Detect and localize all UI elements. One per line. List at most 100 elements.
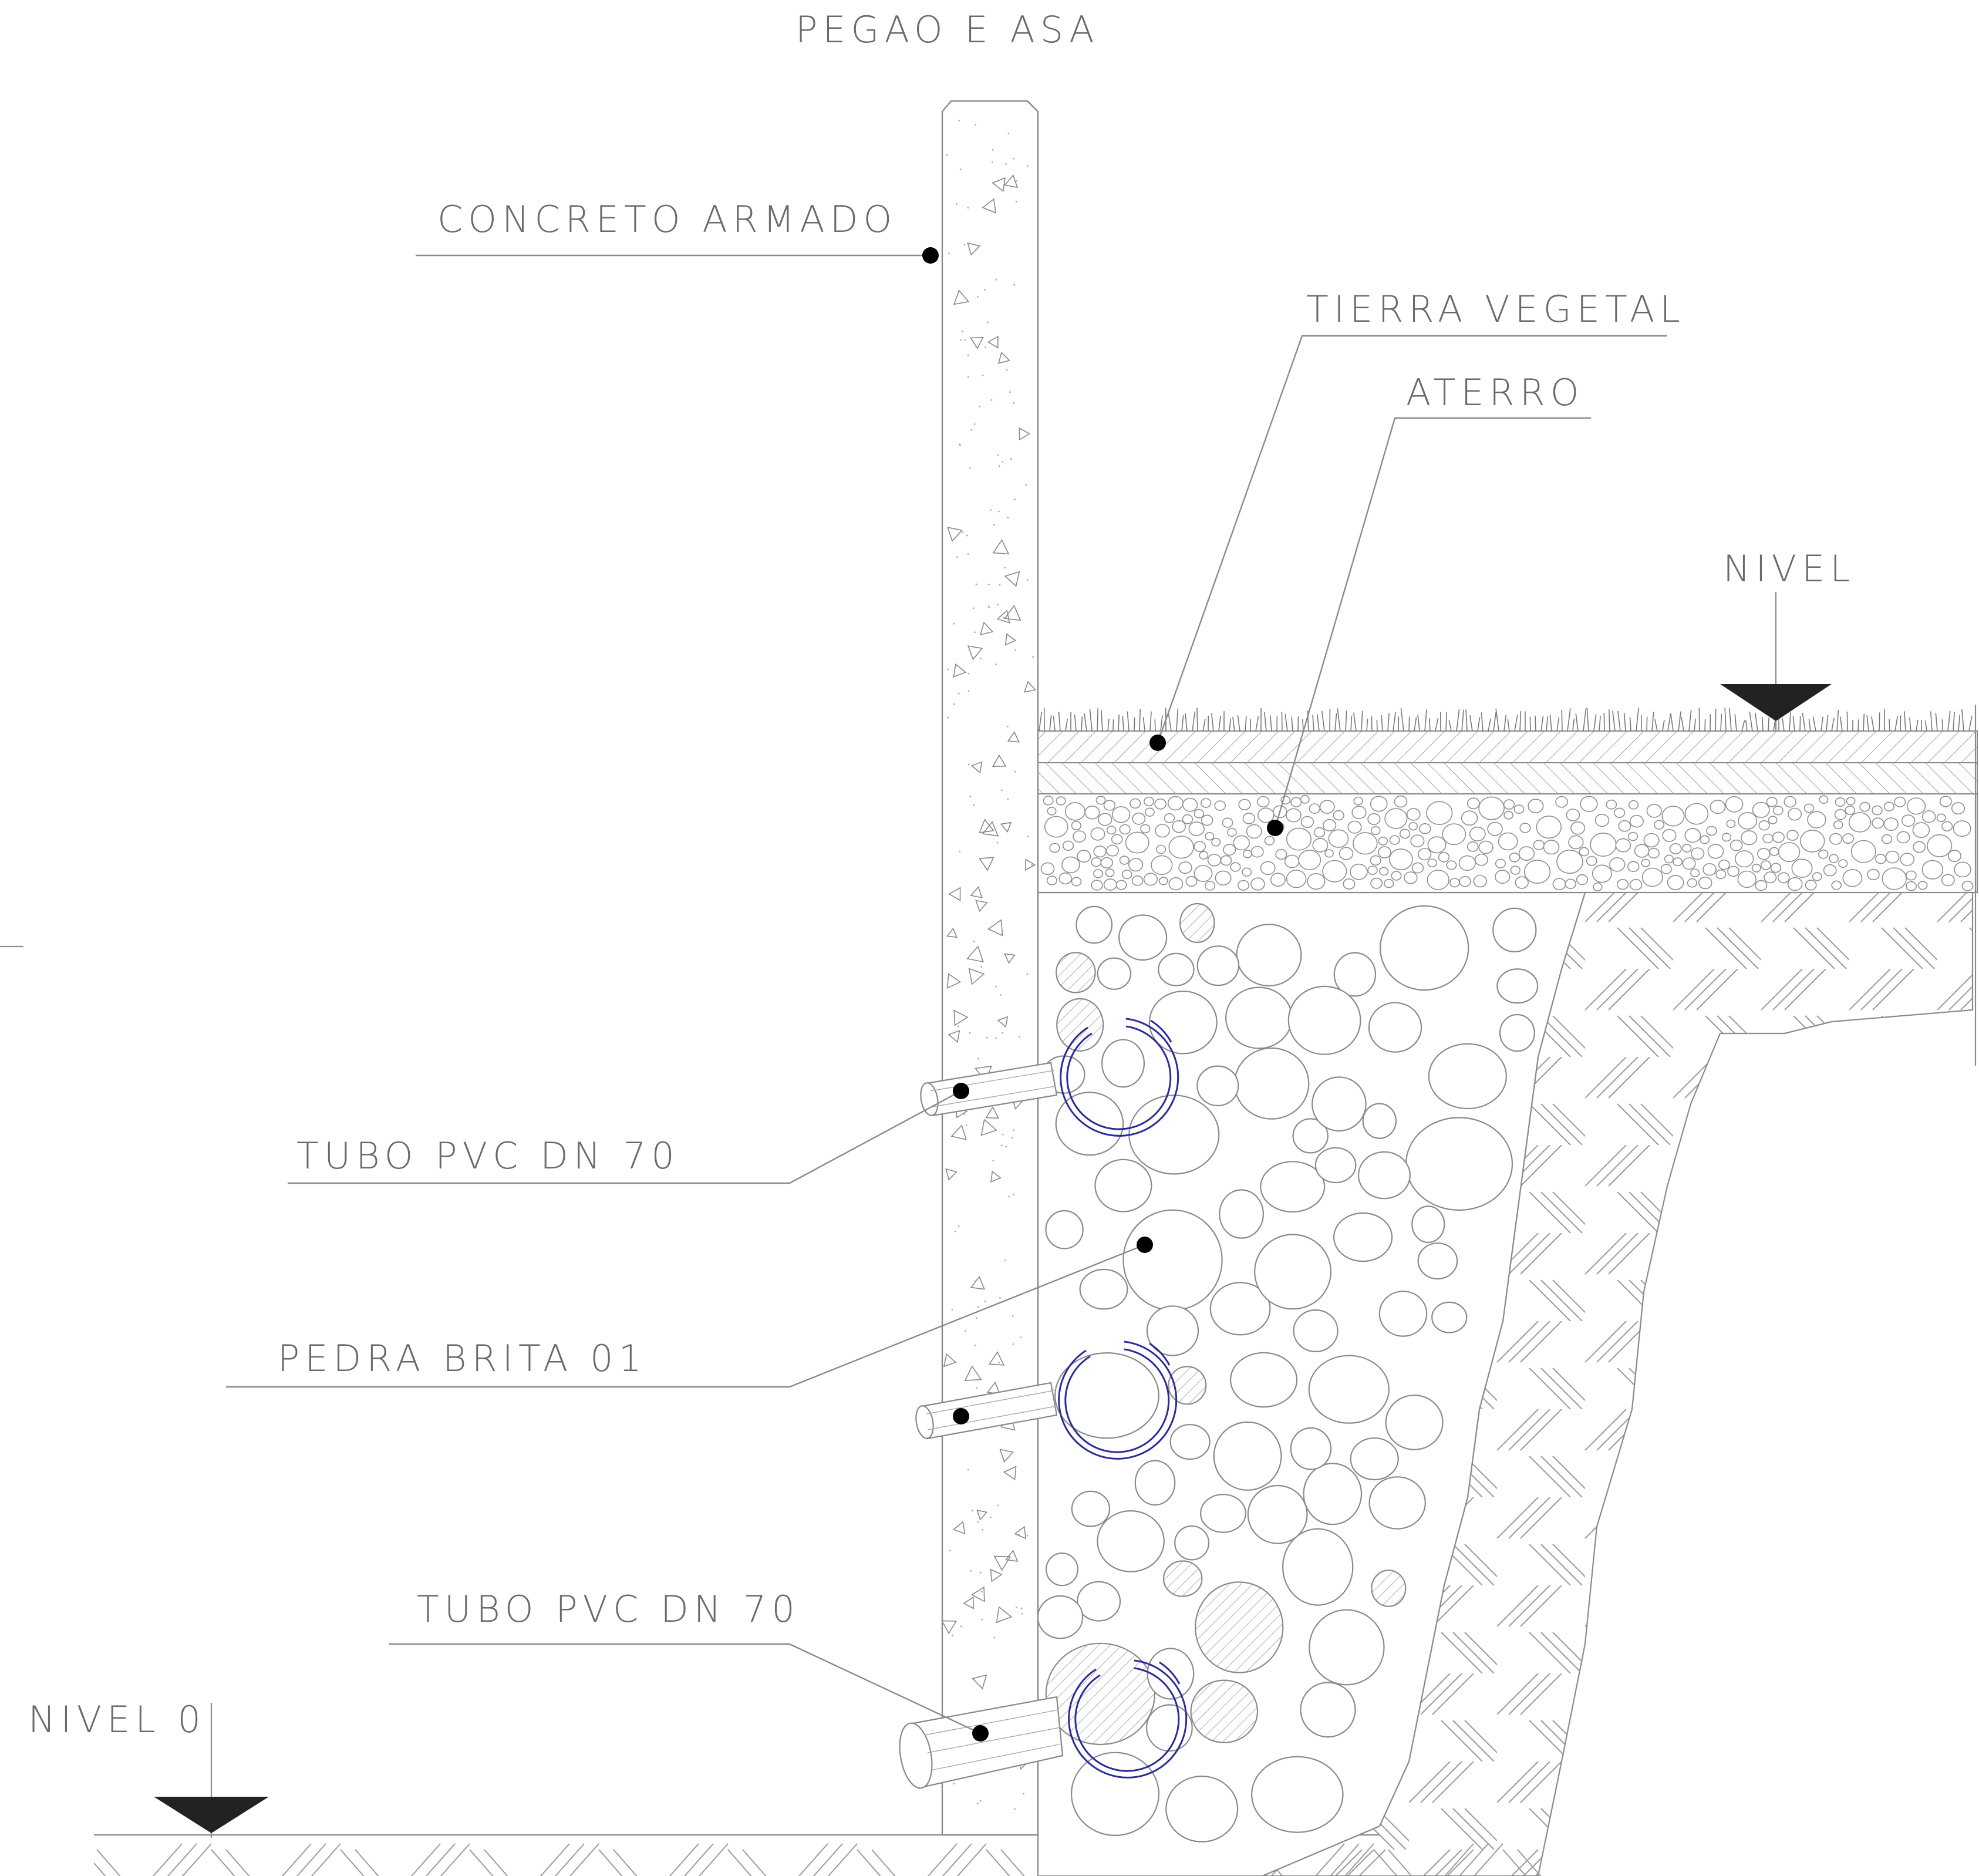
aggregate-dot <box>974 631 976 634</box>
fill-pebble <box>1528 799 1544 813</box>
fill-pebble <box>1555 796 1568 808</box>
fill-pebble <box>1787 877 1803 891</box>
gravel-stones <box>1037 902 1539 1843</box>
fill-pebble <box>1408 821 1418 831</box>
aggregate-dot <box>1019 1036 1021 1038</box>
fill-pebble <box>1211 838 1221 847</box>
gravel-stone <box>1158 952 1195 986</box>
fill-pebble <box>1343 878 1356 890</box>
aggregate-dot <box>969 467 971 469</box>
aggregate-dot <box>974 1280 976 1282</box>
fill-pebble <box>1238 880 1250 891</box>
fill-pebble <box>1214 800 1226 811</box>
aggregate-dot <box>984 1300 986 1302</box>
aggregate-dot <box>953 1783 955 1785</box>
gravel-stone <box>1312 1076 1367 1132</box>
fill-pebble <box>1384 808 1408 829</box>
pipe-upper-marker-dot <box>953 1083 969 1099</box>
fill-pebble <box>1684 803 1709 825</box>
fill-pebble <box>1047 807 1057 816</box>
fill-pebble <box>1791 858 1813 878</box>
aggregate-dot <box>1014 498 1016 500</box>
aggregate-mark <box>988 1351 1005 1366</box>
aggregate-dot <box>976 1317 977 1319</box>
gravel-stone <box>1368 1476 1426 1530</box>
fill-pebble <box>1313 827 1326 838</box>
fill-pebble <box>1629 878 1643 891</box>
concrete-label: CONCRETO ARMADO <box>437 198 897 241</box>
fill-pebble <box>1093 846 1107 858</box>
fill-pebble <box>1250 846 1264 858</box>
fill-pebble <box>1466 841 1479 852</box>
fill-pebble <box>1103 800 1116 811</box>
fill-pebble <box>1592 864 1612 883</box>
aggregate-mark <box>953 1009 969 1026</box>
aggregate-dot <box>1013 157 1015 160</box>
fill-pebble <box>1939 796 1952 807</box>
fill-pebble <box>1772 831 1785 843</box>
gravel-stone <box>1056 952 1096 993</box>
aggregate-dot <box>958 692 960 695</box>
aggregate-dot <box>967 207 969 209</box>
fill-pebble <box>1921 810 1936 823</box>
fill-pebble <box>1568 835 1584 850</box>
aggregate-mark <box>997 351 1010 364</box>
gravel-stone <box>1309 1609 1385 1686</box>
fill-pebble <box>1883 801 1894 811</box>
aggregate-dot <box>963 1113 966 1116</box>
fill-pebble <box>1515 876 1529 889</box>
aggregate-dot <box>976 1387 977 1389</box>
topsoil-leader <box>1157 335 1667 743</box>
fill-pebble <box>1580 796 1598 812</box>
fill-pebble <box>1654 820 1665 830</box>
aggregate-dot <box>1014 1808 1016 1810</box>
fill-pebble <box>1140 824 1151 834</box>
pipe-lower-marker-dot <box>972 1725 989 1742</box>
aggregate-dot <box>997 604 999 606</box>
pipe-upper-leader <box>288 1090 962 1184</box>
aggregate-dot <box>1006 369 1008 371</box>
aggregate-dot <box>977 1057 979 1060</box>
fill-pebble <box>1205 831 1215 841</box>
aggregate-dot <box>1026 165 1029 167</box>
gravel-stone <box>1196 1065 1239 1107</box>
gravel-stone <box>1230 1352 1298 1408</box>
aggregate-dot <box>1005 163 1007 165</box>
aggregate-mark <box>987 335 999 349</box>
fill-pebble <box>1151 855 1173 875</box>
aggregate-dot <box>988 607 990 608</box>
level-top-label: NIVEL <box>1723 547 1856 590</box>
aggregate-dot <box>985 346 986 348</box>
fill-pebble <box>1831 880 1842 890</box>
pvc-pipe-middle <box>915 1341 1178 1460</box>
aggregate-mark <box>948 887 961 901</box>
aggregate-dot <box>1026 1534 1029 1537</box>
gravel-stone <box>1308 1355 1390 1424</box>
fill-pebble <box>1339 847 1354 860</box>
fill-pebble <box>1556 849 1583 874</box>
fill-pebble <box>1682 857 1696 870</box>
fill-pebble <box>1715 869 1727 880</box>
fill-pebble <box>1043 796 1054 806</box>
aggregate-dot <box>979 658 982 659</box>
aggregate-dot <box>958 1225 960 1227</box>
fill-pebble <box>1298 850 1321 871</box>
gravel-stone <box>1385 1395 1444 1450</box>
aggregate-dot <box>967 1469 969 1471</box>
gravel-stone <box>1431 1301 1468 1333</box>
fill-pebble <box>1875 854 1887 864</box>
aggregate-mark <box>970 1586 985 1602</box>
fill-pebble <box>1669 843 1682 855</box>
aggregate-dot <box>967 672 970 675</box>
fill-pebble <box>1690 868 1700 877</box>
fill-pebble <box>1125 831 1149 854</box>
aggregate-dot <box>1000 994 1002 996</box>
fill-pebble <box>1201 814 1213 826</box>
gravel-stone <box>1076 905 1113 944</box>
fill-pebble <box>1419 823 1431 834</box>
fill-pebble <box>1478 796 1505 820</box>
gravel-stone <box>1314 1147 1357 1184</box>
aggregate-dot <box>1020 1336 1022 1338</box>
fill-pebble <box>1459 876 1471 887</box>
fill-pebble <box>1062 840 1074 851</box>
